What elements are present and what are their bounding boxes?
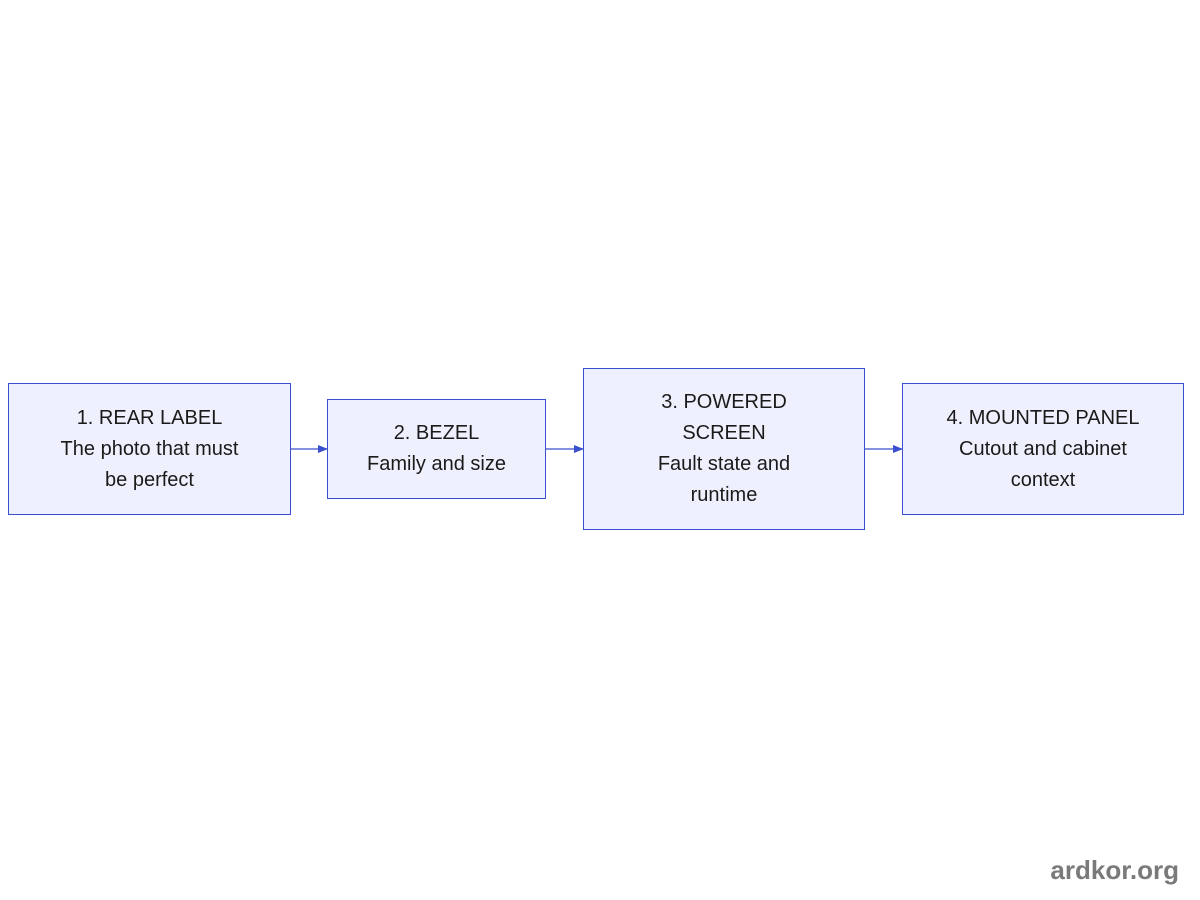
node-title: 3. POWERED — [661, 391, 787, 413]
node-text: Fault state and — [657, 453, 791, 475]
watermark: ardkor.org — [1050, 855, 1179, 885]
step-node-bezel: 2. BEZEL Family and size — [327, 399, 546, 499]
node-title: SCREEN — [682, 422, 766, 444]
node-title: 1. REAR LABEL — [76, 406, 223, 429]
node-text: Cutout and cabinet — [959, 437, 1127, 460]
node-text: The photo that must — [60, 437, 239, 460]
node-title: 4. MOUNTED PANEL — [946, 406, 1140, 429]
node-text: context — [1010, 468, 1076, 491]
step-node-rear-label: 1. REAR LABEL The photo that must be per… — [8, 383, 291, 515]
node-text: runtime — [690, 484, 758, 506]
step-node-mounted-panel: 4. MOUNTED PANEL Cutout and cabinet cont… — [902, 383, 1184, 515]
node-text: be perfect — [105, 468, 194, 491]
node-text: Family and size — [367, 453, 506, 475]
node-title: 2. BEZEL — [393, 422, 480, 444]
step-node-powered-screen: 3. POWERED SCREEN Fault state and runtim… — [583, 368, 865, 530]
